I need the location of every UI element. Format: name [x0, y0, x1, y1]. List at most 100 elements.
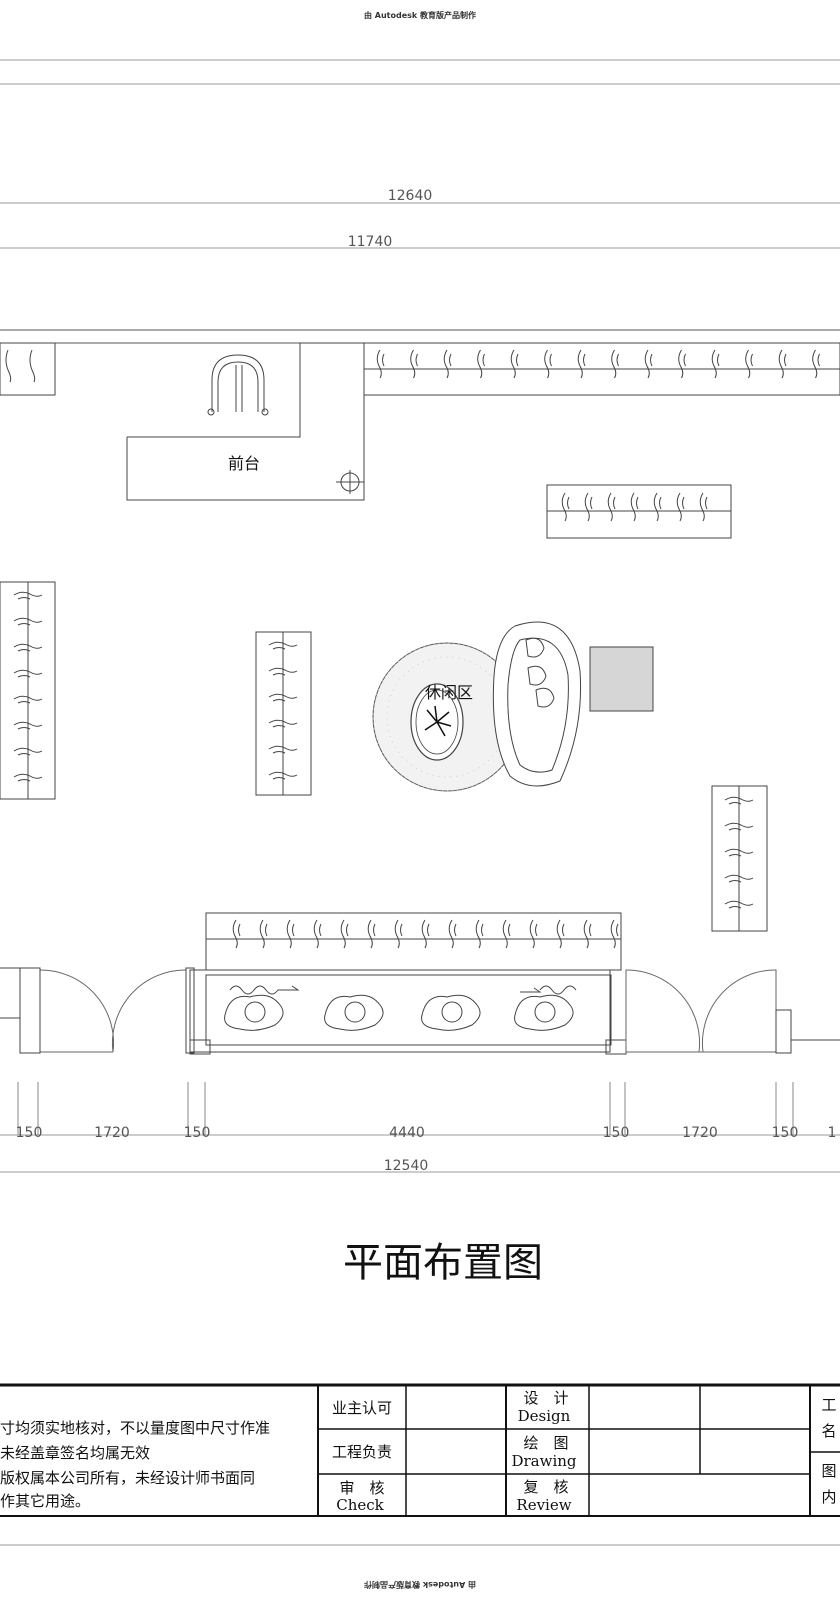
title-block-cells: 业主认可 工程负责 审 核 Check 设 计 Design 绘 图 Drawi…	[332, 1389, 837, 1514]
hanger-icon	[13, 773, 43, 782]
mannequin-icon	[514, 994, 574, 1031]
hanger-icon	[653, 492, 662, 522]
cell-design-en: Design	[518, 1407, 571, 1425]
cell-owner-approval: 业主认可	[332, 1399, 392, 1417]
cell-engineer: 工程负责	[332, 1443, 392, 1461]
dimension-segment: 1720	[94, 1125, 130, 1141]
hanger-icon	[340, 919, 349, 949]
cell-review-en: Review	[516, 1496, 571, 1514]
display-cube	[589, 646, 654, 712]
hanger-icon	[678, 349, 686, 379]
note-line: 寸均须实地核对，不以量度图中尺寸作准	[0, 1419, 270, 1437]
wall-top	[0, 329, 840, 344]
hangers-left-vertical	[13, 591, 43, 782]
title-block	[0, 1383, 840, 1546]
lounge-sofa	[492, 621, 582, 787]
mannequin-head-icon	[441, 1001, 463, 1023]
dimension-bottom-overall: 12540	[384, 1158, 429, 1174]
garment-rack-top-left	[0, 342, 56, 396]
hanger-icon	[268, 771, 298, 780]
hanger-icon	[394, 919, 403, 949]
hanger-icon	[13, 643, 43, 652]
hanger-icon	[544, 349, 552, 379]
hanger-icon	[475, 919, 484, 949]
hangers-top-right	[376, 349, 820, 379]
hanger-icon	[510, 349, 519, 379]
garment-rack-left-vertical	[0, 581, 56, 800]
cell-drawing-en: Drawing	[511, 1452, 576, 1470]
mannequin-head-icon	[534, 1001, 556, 1023]
dimension-segment: 4440	[389, 1125, 425, 1141]
dimension-top-overall: 12640	[388, 188, 433, 204]
note-line: 作其它用途。	[0, 1492, 90, 1510]
hanger-icon	[561, 492, 570, 522]
note-line: 未经盖章签名均属无效	[0, 1444, 150, 1462]
hanger-icon	[630, 492, 639, 522]
hanger-icon	[711, 349, 720, 379]
wave-decor-icon	[229, 985, 300, 995]
garment-rack-center-vertical	[255, 631, 312, 796]
hanger-icon	[268, 667, 298, 676]
mannequin-icon	[324, 994, 384, 1031]
dimension-segment: 150	[16, 1125, 43, 1141]
hanger-icon	[13, 695, 43, 704]
hanger-icon	[745, 349, 753, 379]
watermark-top: 由 Autodesk 教育版产品制作	[364, 10, 476, 20]
hanger-icon	[556, 919, 565, 949]
hanger-icon	[529, 919, 538, 949]
reception-chair	[207, 354, 269, 416]
cell-review: 复 核	[523, 1478, 568, 1496]
wall-stubs	[0, 967, 840, 1054]
hangers-bottom	[232, 919, 619, 949]
entrance-door-left-a	[39, 969, 115, 1053]
wave-decor-icon	[520, 985, 577, 995]
lounge-label: 休闲区	[425, 683, 473, 702]
hanger-icon	[421, 919, 430, 949]
mannequin-icon	[421, 994, 481, 1031]
hanger-icon	[268, 693, 298, 702]
hanger-icon	[583, 919, 592, 949]
hanger-icon	[13, 747, 43, 756]
hanger-icon	[676, 492, 685, 522]
hanger-icon	[448, 919, 457, 949]
dimension-segment: 1720	[682, 1125, 718, 1141]
garment-rack-top-right	[363, 342, 840, 396]
hanger-icon	[577, 349, 586, 379]
dimension-bottom-segments: 150 1720 150 4440 150 1720 150 1	[16, 1125, 837, 1141]
hanger-icon	[367, 919, 376, 949]
hanger-icon	[477, 349, 485, 379]
hangers-right-vertical	[724, 796, 754, 909]
hanger-icon	[13, 591, 43, 600]
lounge-table	[410, 683, 464, 761]
dimension-ticks-bottom	[17, 1082, 794, 1135]
hanger-icon	[286, 919, 295, 949]
hanger-icon	[724, 900, 754, 909]
hanger-icon	[232, 919, 241, 949]
hanger-icon	[443, 349, 452, 379]
hangers-right-upper	[561, 492, 708, 522]
cell-right-3: 图	[821, 1462, 836, 1480]
title-block-notes: 寸均须实地核对，不以量度图中尺寸作准 未经盖章签名均属无效 版权属本公司所有，未…	[0, 1419, 270, 1510]
frame-lines	[0, 59, 840, 1173]
dimension-top-inner: 11740	[348, 234, 393, 250]
hanger-icon	[644, 349, 653, 379]
cell-audit: 审 核	[339, 1479, 384, 1497]
garment-rack-right-vertical	[711, 785, 768, 932]
hanger-icon	[313, 919, 322, 949]
hanger-icon	[584, 492, 593, 522]
drawing-title: 平面布置图	[343, 1240, 543, 1286]
entrance-door-right-b	[701, 969, 777, 1053]
cell-design: 设 计	[523, 1389, 568, 1407]
hanger-icon	[724, 848, 754, 857]
watermark-bottom: 由 Autodesk 教育版产品制作	[364, 1580, 476, 1590]
hangers-center-vertical	[268, 641, 298, 780]
hanger-icon	[502, 919, 511, 949]
reception-label: 前台	[228, 454, 260, 473]
cell-right-4: 内	[821, 1488, 836, 1506]
entrance-door-left-b	[111, 969, 187, 1053]
cell-audit-en: Check	[336, 1496, 384, 1514]
note-line: 版权属本公司所有，未经设计师书面同	[0, 1469, 255, 1487]
hanger-icon	[13, 617, 43, 626]
hanger-icon	[724, 796, 754, 805]
